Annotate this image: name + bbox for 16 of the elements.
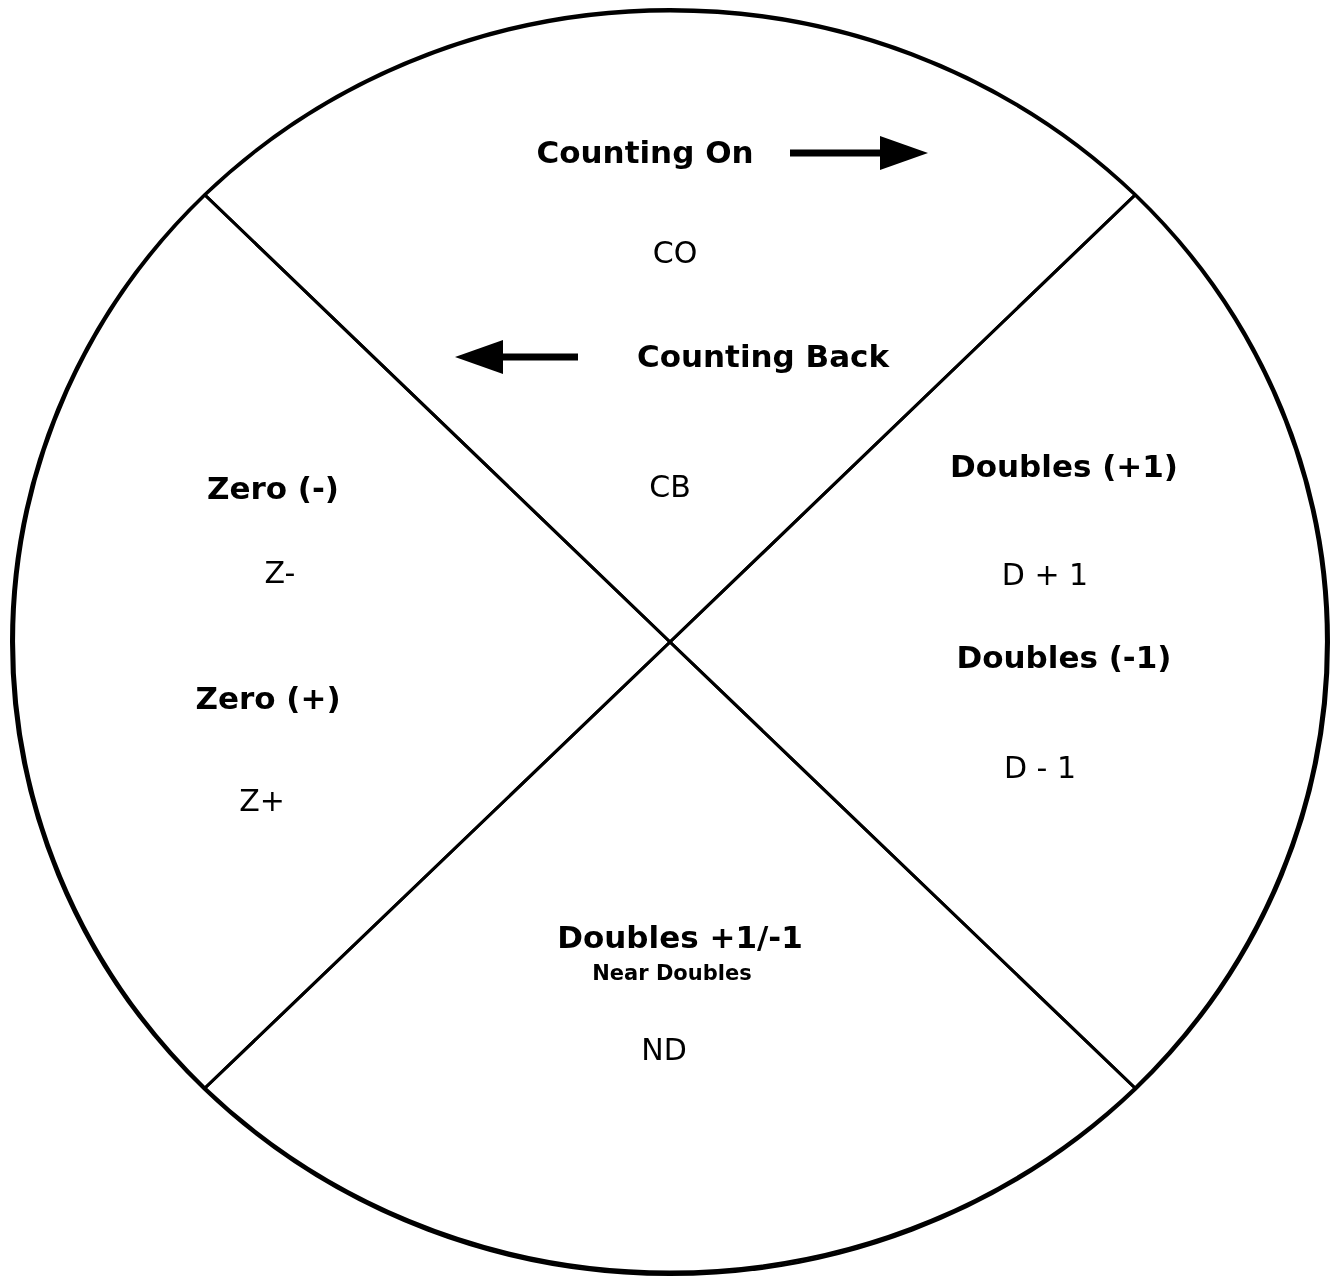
strategy-heading: Zero (-)	[206, 470, 340, 506]
strategy-heading: Counting On	[536, 134, 754, 170]
strategy-code: CB	[649, 469, 691, 503]
strategy-heading: Counting Back	[636, 338, 890, 374]
strategy-subheading: Near Doubles	[592, 962, 752, 986]
strategy-heading: Doubles (+1)	[949, 448, 1179, 484]
strategy-code: D - 1	[1003, 750, 1077, 784]
strategy-heading: Doubles +1/-1	[557, 919, 803, 955]
strategy-heading: Doubles (-1)	[956, 639, 1172, 675]
strategy-code: Z+	[239, 783, 285, 817]
circle-outline	[10, 8, 1330, 1276]
strategy-code: D + 1	[1001, 557, 1089, 591]
strategy-code: Z-	[264, 555, 296, 589]
strategy-heading: Zero (+)	[195, 680, 341, 716]
strategy-code: ND	[641, 1032, 687, 1066]
strategy-code: CO	[652, 235, 698, 269]
